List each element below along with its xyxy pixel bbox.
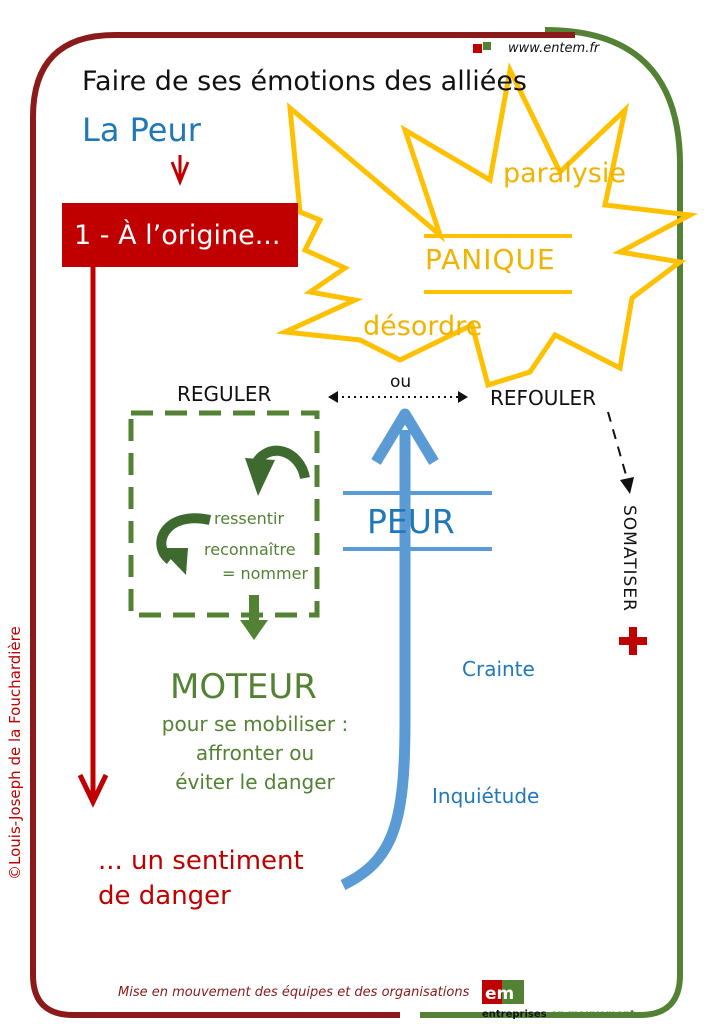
origin-box-label: 1 - À l’origine... [74,219,281,251]
fear-arrow-head [371,408,439,465]
nommer-label: = nommer [222,564,309,583]
reconnaitre-label: reconnaître [204,540,296,559]
inquietude-label: Inquiétude [432,784,540,808]
ou-label: ou [390,372,412,392]
frame-green-border [420,27,683,1018]
origin-arrow-head [77,773,109,808]
sentiment-label: ... un sentiment [98,846,304,876]
cycle-arrow-bottom-head [160,548,188,575]
moteur-arrow-head [240,620,268,640]
page-subtitle: La Peur [82,111,201,149]
somatiser-dashed-line [607,411,629,483]
website-url[interactable]: www.entem.fr [508,41,600,56]
choice-arrow-right [458,391,468,403]
choice-arrow-left [328,391,338,403]
page-title: Faire de ses émotions des alliées [82,66,527,97]
footer-tagline: Mise en mouvement des équipes et des org… [118,985,470,1000]
copyright-notice: ©Louis-Joseph de la Fouchardière [6,626,24,880]
desordre-label: désordre [363,311,483,342]
brand-suffix: en mouvement [550,1009,635,1020]
danger-label: de danger [98,881,231,911]
peur-center-label: PEUR [367,502,455,541]
origin-box: 1 - À l’origine... [62,203,298,267]
moteur-line-1: pour se mobiliser : [161,712,349,736]
brand-logo-m-box [502,980,524,1004]
brand-name: entreprises en mouvement [482,1010,634,1020]
refouler-label: REFOULER [490,386,597,410]
moteur-line-2: affronter ou [195,741,315,765]
somatiser-arrow-head [620,477,634,494]
cycle-arrow-top [250,445,310,480]
fear-arrow-shaft [340,430,411,890]
moteur-line-3: éviter le danger [175,770,335,794]
somatiser-label: SOMATISER [619,505,639,612]
cycle-arrow-bottom [156,513,212,564]
frame-red-border [30,32,575,1018]
brand-prefix: entreprises [482,1009,547,1020]
website-logo-green [483,42,491,50]
panique-label: PANIQUE [425,243,556,276]
reguler-label: REGULER [177,382,272,406]
regulation-box [128,410,320,618]
brand-logo-e-box [482,980,502,1004]
panic-burst [275,62,699,389]
crainte-label: Crainte [462,657,535,681]
somatiser-cross-h [619,637,647,645]
paralysie-label: paralysie [503,158,626,189]
moteur-description: pour se mobiliser : affronter ou éviter … [140,710,370,797]
moteur-title: MOTEUR [170,667,317,707]
website-logo-red [473,44,482,53]
ressentir-label: ressentir [214,509,285,528]
brand-logo-letters: em [485,984,514,1004]
cycle-arrow-top-head [245,458,275,496]
